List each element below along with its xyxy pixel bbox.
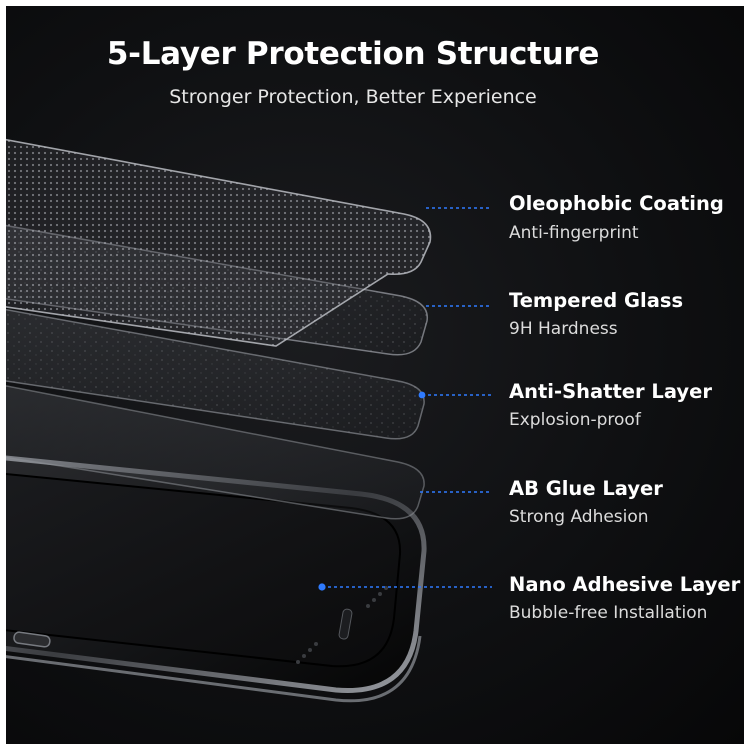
layer-2-name: Tempered Glass bbox=[509, 289, 684, 312]
layer-5-description: Bubble-free Installation bbox=[509, 603, 708, 623]
page-subtitle: Stronger Protection, Better Experience bbox=[169, 86, 537, 108]
leader-dot bbox=[418, 391, 426, 399]
page-title: 5-Layer Protection Structure bbox=[106, 36, 600, 72]
layer-2-description: 9H Hardness bbox=[509, 319, 618, 339]
layer-4-name: AB Glue Layer bbox=[509, 477, 663, 500]
leader-dot bbox=[318, 583, 326, 591]
layer-1-name: Oleophobic Coating bbox=[509, 192, 724, 215]
ab-glue-sheet bbox=[6, 385, 425, 520]
product-infographic: 5-Layer Protection Structure Stronger Pr… bbox=[6, 6, 744, 744]
layer-4-description: Strong Adhesion bbox=[509, 507, 649, 527]
layer-5-name: Nano Adhesive Layer bbox=[509, 573, 741, 596]
layer-1-description: Anti-fingerprint bbox=[509, 223, 639, 243]
layer-3-name: Anti-Shatter Layer bbox=[509, 380, 712, 403]
layer-stack-illustration bbox=[6, 138, 492, 703]
layer-3-description: Explosion-proof bbox=[509, 410, 641, 430]
phone-illustration bbox=[6, 455, 427, 703]
